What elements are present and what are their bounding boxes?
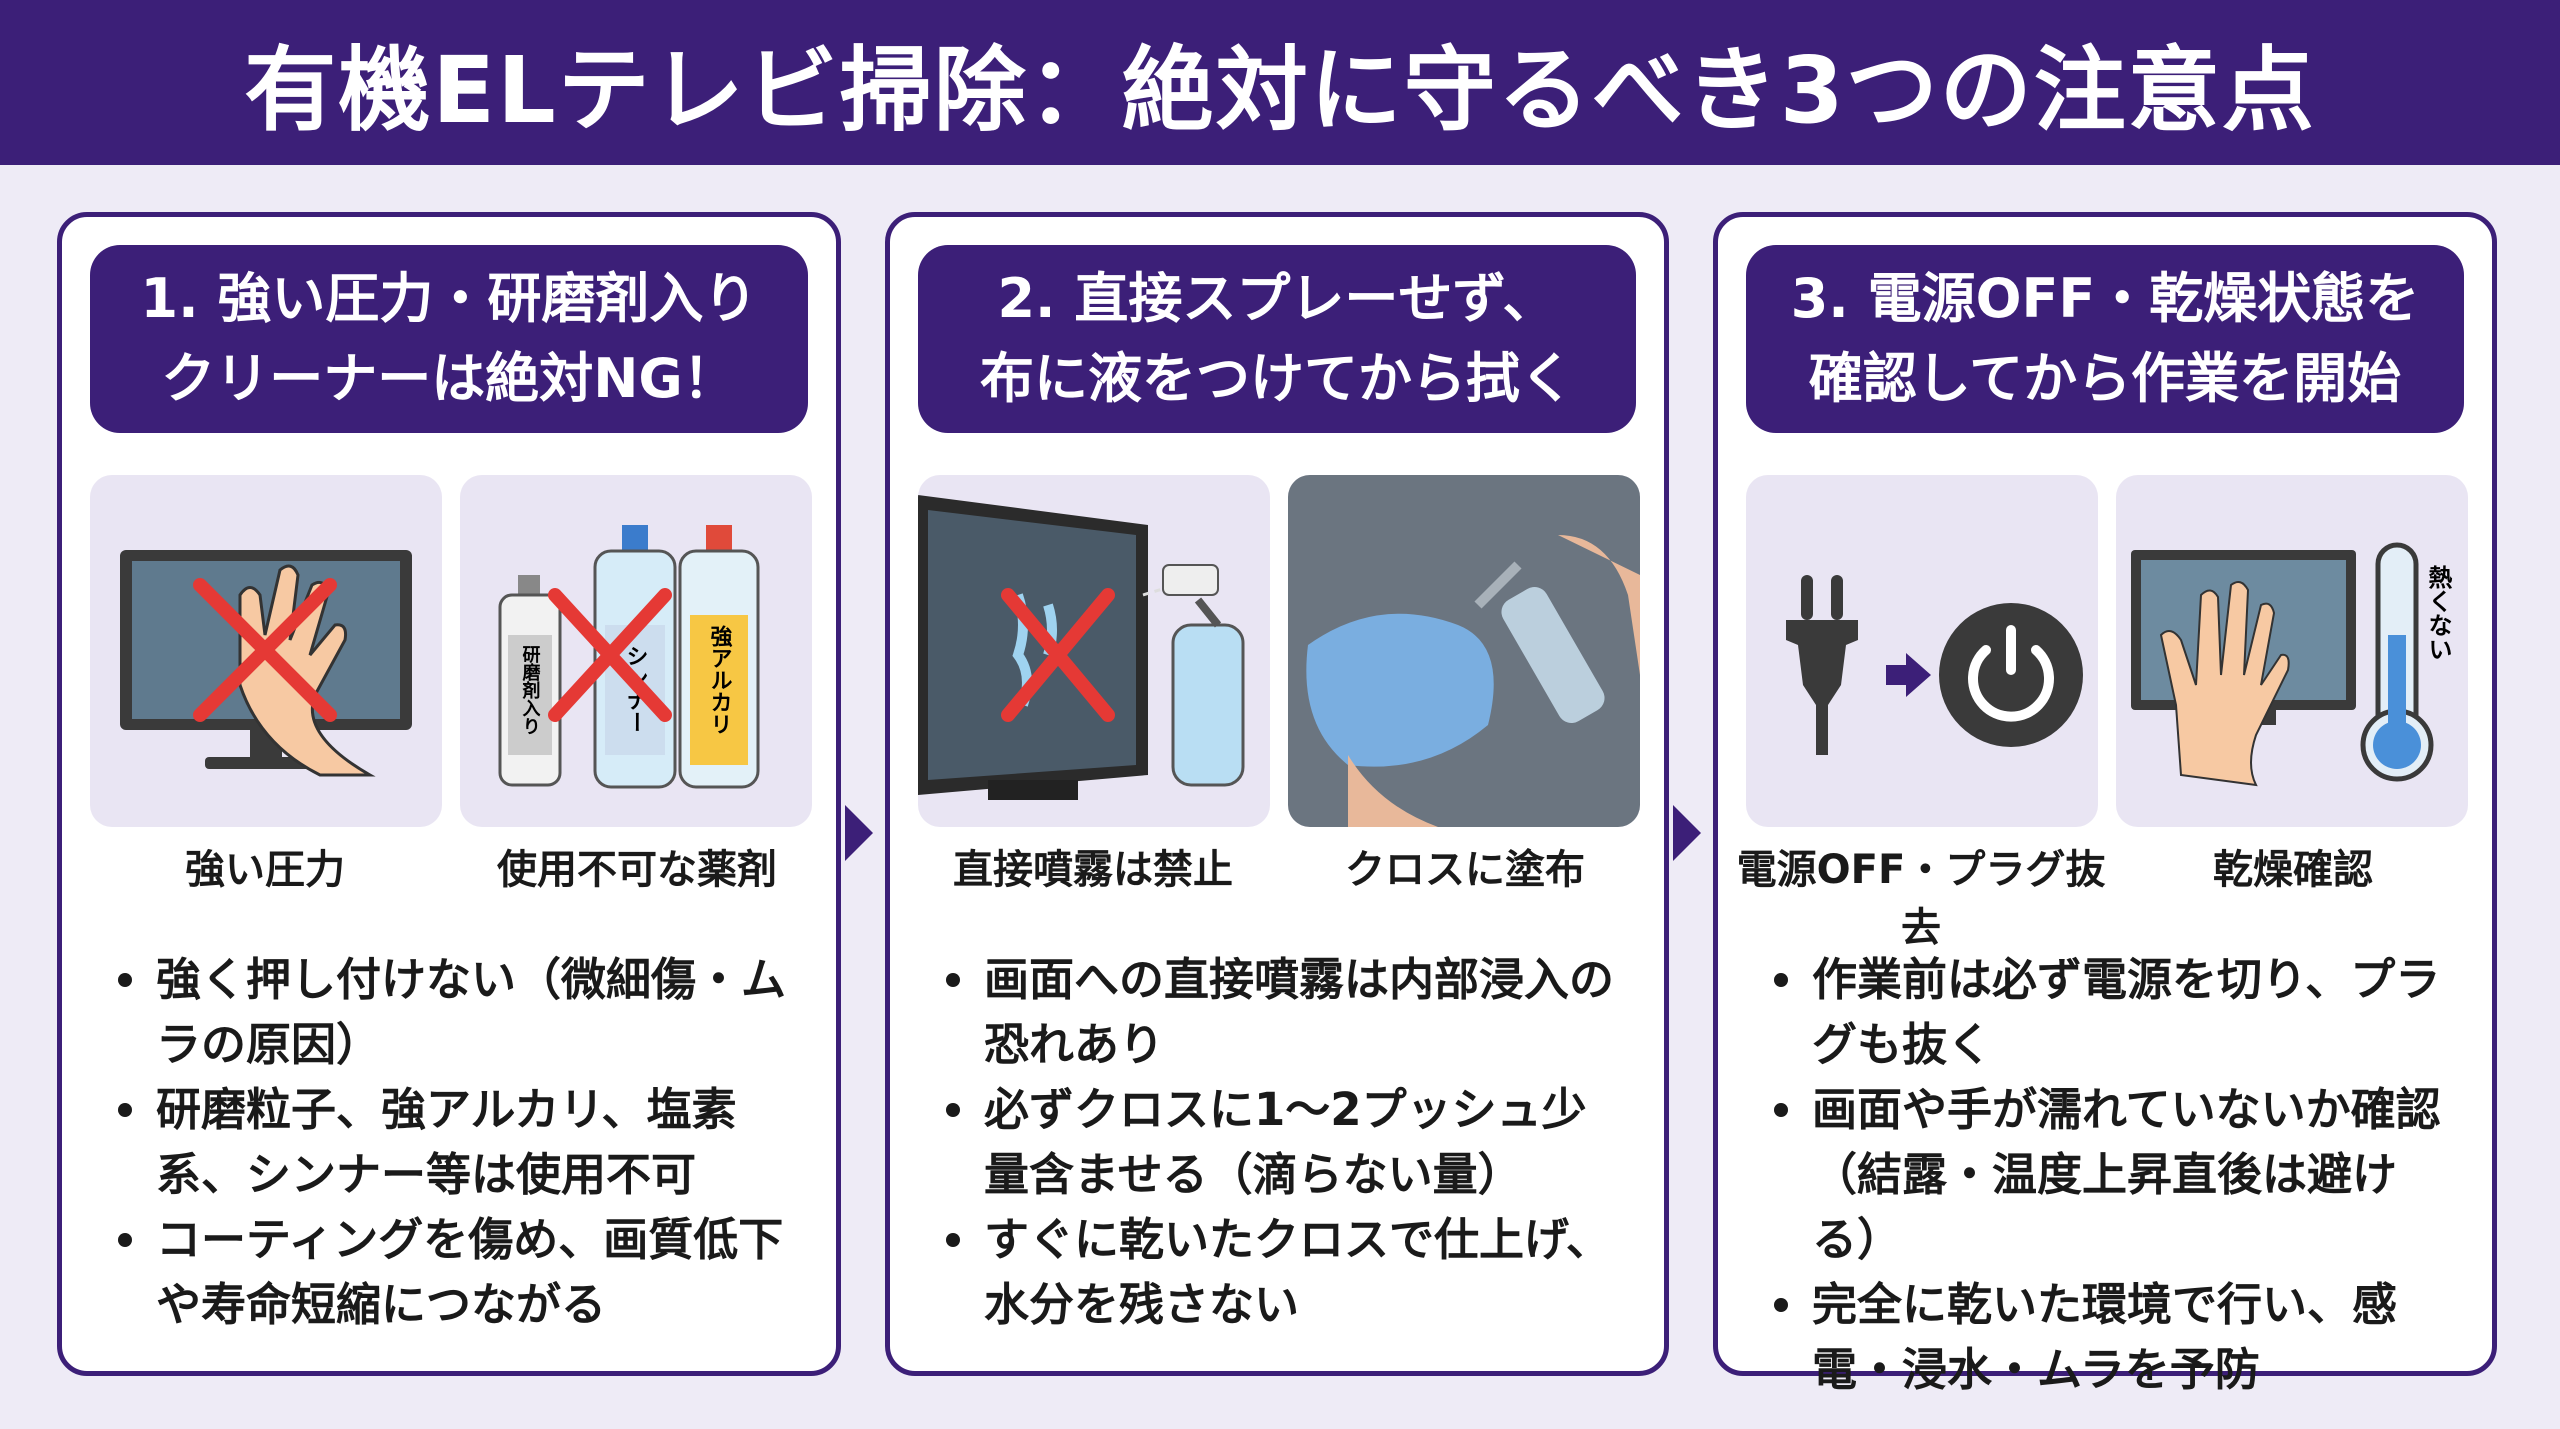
header-banner: 有機ELテレビ掃除：絶対に守るべき3つの注意点 bbox=[0, 0, 2560, 165]
panel-title: 3. 電源OFF・乾燥状態を 確認してから作業を開始 bbox=[1746, 245, 2464, 433]
panel-title-line: 3. 電源OFF・乾燥状態を bbox=[1790, 267, 2420, 330]
image-caption: 乾燥確認 bbox=[2213, 847, 2373, 893]
panel-title-line: 1. 強い圧力・研磨剤入り bbox=[140, 267, 758, 330]
plug-to-power-off-icon bbox=[1746, 475, 2098, 827]
bottle-label: 研磨剤入り bbox=[520, 645, 542, 735]
image-caption: 直接噴霧は禁止 bbox=[953, 847, 1233, 893]
bullet-item: 研磨粒子、強アルカリ、塩素系、シンナー等は使用不可 bbox=[112, 1077, 802, 1207]
panel-title: 1. 強い圧力・研磨剤入り クリーナーは絶対NG！ bbox=[90, 245, 808, 433]
hand-on-tv-thermometer-icon: 熱くない bbox=[2116, 475, 2468, 827]
panel-title-line: 2. 直接スプレーせず、 bbox=[997, 267, 1557, 330]
panel-pressure-abrasives: 1. 強い圧力・研磨剤入り クリーナーは絶対NG！ 研磨剤入り シンナー 強アル… bbox=[57, 212, 841, 1376]
image-caption: 強い圧力 bbox=[185, 847, 345, 893]
bottle-label: 強アルカリ bbox=[707, 624, 733, 735]
bullet-item: コーティングを傷め、画質低下や寿命短縮につながる bbox=[112, 1207, 802, 1337]
spray-on-tv-crossed-icon bbox=[918, 475, 1270, 827]
bullet-item: すぐに乾いたクロスで仕上げ、水分を残さない bbox=[940, 1207, 1630, 1337]
spray-on-cloth-icon bbox=[1288, 475, 1640, 827]
chemical-bottles-crossed-icon: 研磨剤入り シンナー 強アルカリ bbox=[460, 475, 812, 827]
panel-power-dry-check: 3. 電源OFF・乾燥状態を 確認してから作業を開始 熱くない 電源OFF・プラ… bbox=[1713, 212, 2497, 1396]
bullet-list: 画面への直接噴霧は内部浸入の恐れあり 必ずクロスに1～2プッシュ少量含ませる（滴… bbox=[940, 947, 1630, 1337]
bullet-item: 画面や手が濡れていないか確認（結露・温度上昇直後は避ける） bbox=[1768, 1077, 2458, 1272]
image-caption: 使用不可な薬剤 bbox=[497, 847, 777, 893]
bullet-item: 画面への直接噴霧は内部浸入の恐れあり bbox=[940, 947, 1630, 1077]
panel-spray-method: 2. 直接スプレーせず、 布に液をつけてから拭く 直接噴霧は禁止 クロスに塗布 … bbox=[885, 212, 1669, 1376]
bullet-list: 強く押し付けない（微細傷・ムラの原因） 研磨粒子、強アルカリ、塩素系、シンナー等… bbox=[112, 947, 802, 1337]
bullet-item: 作業前は必ず電源を切り、プラグも抜く bbox=[1768, 947, 2458, 1077]
arrow-right-icon bbox=[1673, 805, 1701, 861]
panel-title-line: クリーナーは絶対NG！ bbox=[161, 347, 737, 410]
bullet-item: 強く押し付けない（微細傷・ムラの原因） bbox=[112, 947, 802, 1077]
hand-pressing-tv-crossed-icon bbox=[90, 475, 442, 827]
bullet-item: 完全に乾いた環境で行い、感電・浸水・ムラを予防 bbox=[1768, 1272, 2458, 1402]
arrow-right-icon bbox=[845, 805, 873, 861]
bullet-list: 作業前は必ず電源を切り、プラグも抜く 画面や手が濡れていないか確認（結露・温度上… bbox=[1768, 947, 2458, 1402]
image-caption: 電源OFF・プラグ抜去 bbox=[1736, 847, 2106, 951]
page-title: 有機ELテレビ掃除：絶対に守るべき3つの注意点 bbox=[244, 37, 2316, 144]
bullet-item: 必ずクロスに1～2プッシュ少量含ませる（滴らない量） bbox=[940, 1077, 1630, 1207]
panel-title-line: 確認してから作業を開始 bbox=[1808, 347, 2402, 410]
thermometer-label: 熱くない bbox=[2424, 565, 2452, 661]
panel-title-line: 布に液をつけてから拭く bbox=[980, 347, 1574, 410]
panel-title: 2. 直接スプレーせず、 布に液をつけてから拭く bbox=[918, 245, 1636, 433]
image-caption: クロスに塗布 bbox=[1345, 847, 1585, 893]
